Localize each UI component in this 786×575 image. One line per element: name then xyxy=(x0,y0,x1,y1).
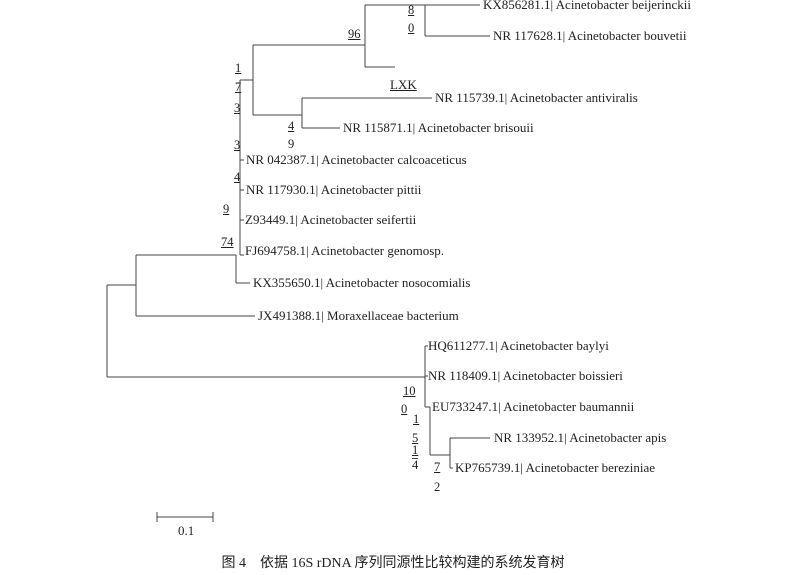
taxon-label: NR 115739.1| Acinetobacter antiviralis xyxy=(435,90,638,105)
taxon-label: NR 115871.1| Acinetobacter brisouii xyxy=(343,120,534,135)
bootstrap-value: 96 xyxy=(348,27,361,41)
bootstrap-value: 4 xyxy=(412,458,419,472)
bootstrap-value: 0 xyxy=(401,402,408,416)
bootstrap-value: 1 xyxy=(235,61,242,75)
figure-caption: 图 4 依据 16S rDNA 序列同源性比较构建的系统发育树 xyxy=(221,556,565,571)
taxon-label: KX856281.1| Acinetobacter beijerinckii xyxy=(483,0,692,12)
taxon-label: NR 118409.1| Acinetobacter boissieri xyxy=(428,368,623,383)
taxon-label: HQ611277.1| Acinetobacter baylyi xyxy=(428,338,609,353)
bootstrap-value: 3 xyxy=(234,101,241,115)
bootstrap-value: 9 xyxy=(223,202,230,216)
taxon-label: EU733247.1| Acinetobacter baumannii xyxy=(432,399,635,414)
taxon-label: KX355650.1| Acinetobacter nosocomialis xyxy=(253,275,471,290)
bootstrap-value: 10 xyxy=(403,384,416,398)
bootstrap-value: 5 xyxy=(412,431,419,445)
bootstrap-value: 7 xyxy=(235,80,242,94)
bootstrap-value: 4 xyxy=(234,170,241,184)
taxon-label: KP765739.1| Acinetobacter bereziniae xyxy=(455,460,656,475)
bootstrap-value: 8 xyxy=(408,3,415,17)
scale-bar-label: 0.1 xyxy=(178,523,195,538)
taxon-label-lxk: LXK xyxy=(390,77,417,92)
bootstrap-value: 2 xyxy=(434,480,441,494)
bootstrap-value: 0 xyxy=(408,21,415,35)
bootstrap-value: 3 xyxy=(234,138,241,152)
taxon-label: Z93449.1| Acinetobacter seifertii xyxy=(245,212,417,227)
bootstrap-value: 1 xyxy=(412,443,419,457)
bootstrap-value: 9 xyxy=(288,137,295,151)
taxon-label: NR 133952.1| Acinetobacter apis xyxy=(494,430,667,445)
bootstrap-value: 4 xyxy=(288,119,295,133)
bootstrap-value: 7 xyxy=(434,460,441,474)
taxon-label: FJ694758.1| Acinetobacter genomosp. xyxy=(245,243,445,258)
taxon-label: NR 117628.1| Acinetobacter bouvetii xyxy=(493,28,687,43)
taxon-label: NR 042387.1| Acinetobacter calcoaceticus xyxy=(246,152,467,167)
bootstrap-value: 1 xyxy=(413,412,420,426)
taxon-label: NR 117930.1| Acinetobacter pittii xyxy=(246,182,422,197)
taxon-label: JX491388.1| Moraxellaceae bacterium xyxy=(258,308,459,323)
bootstrap-value: 74 xyxy=(221,235,234,249)
